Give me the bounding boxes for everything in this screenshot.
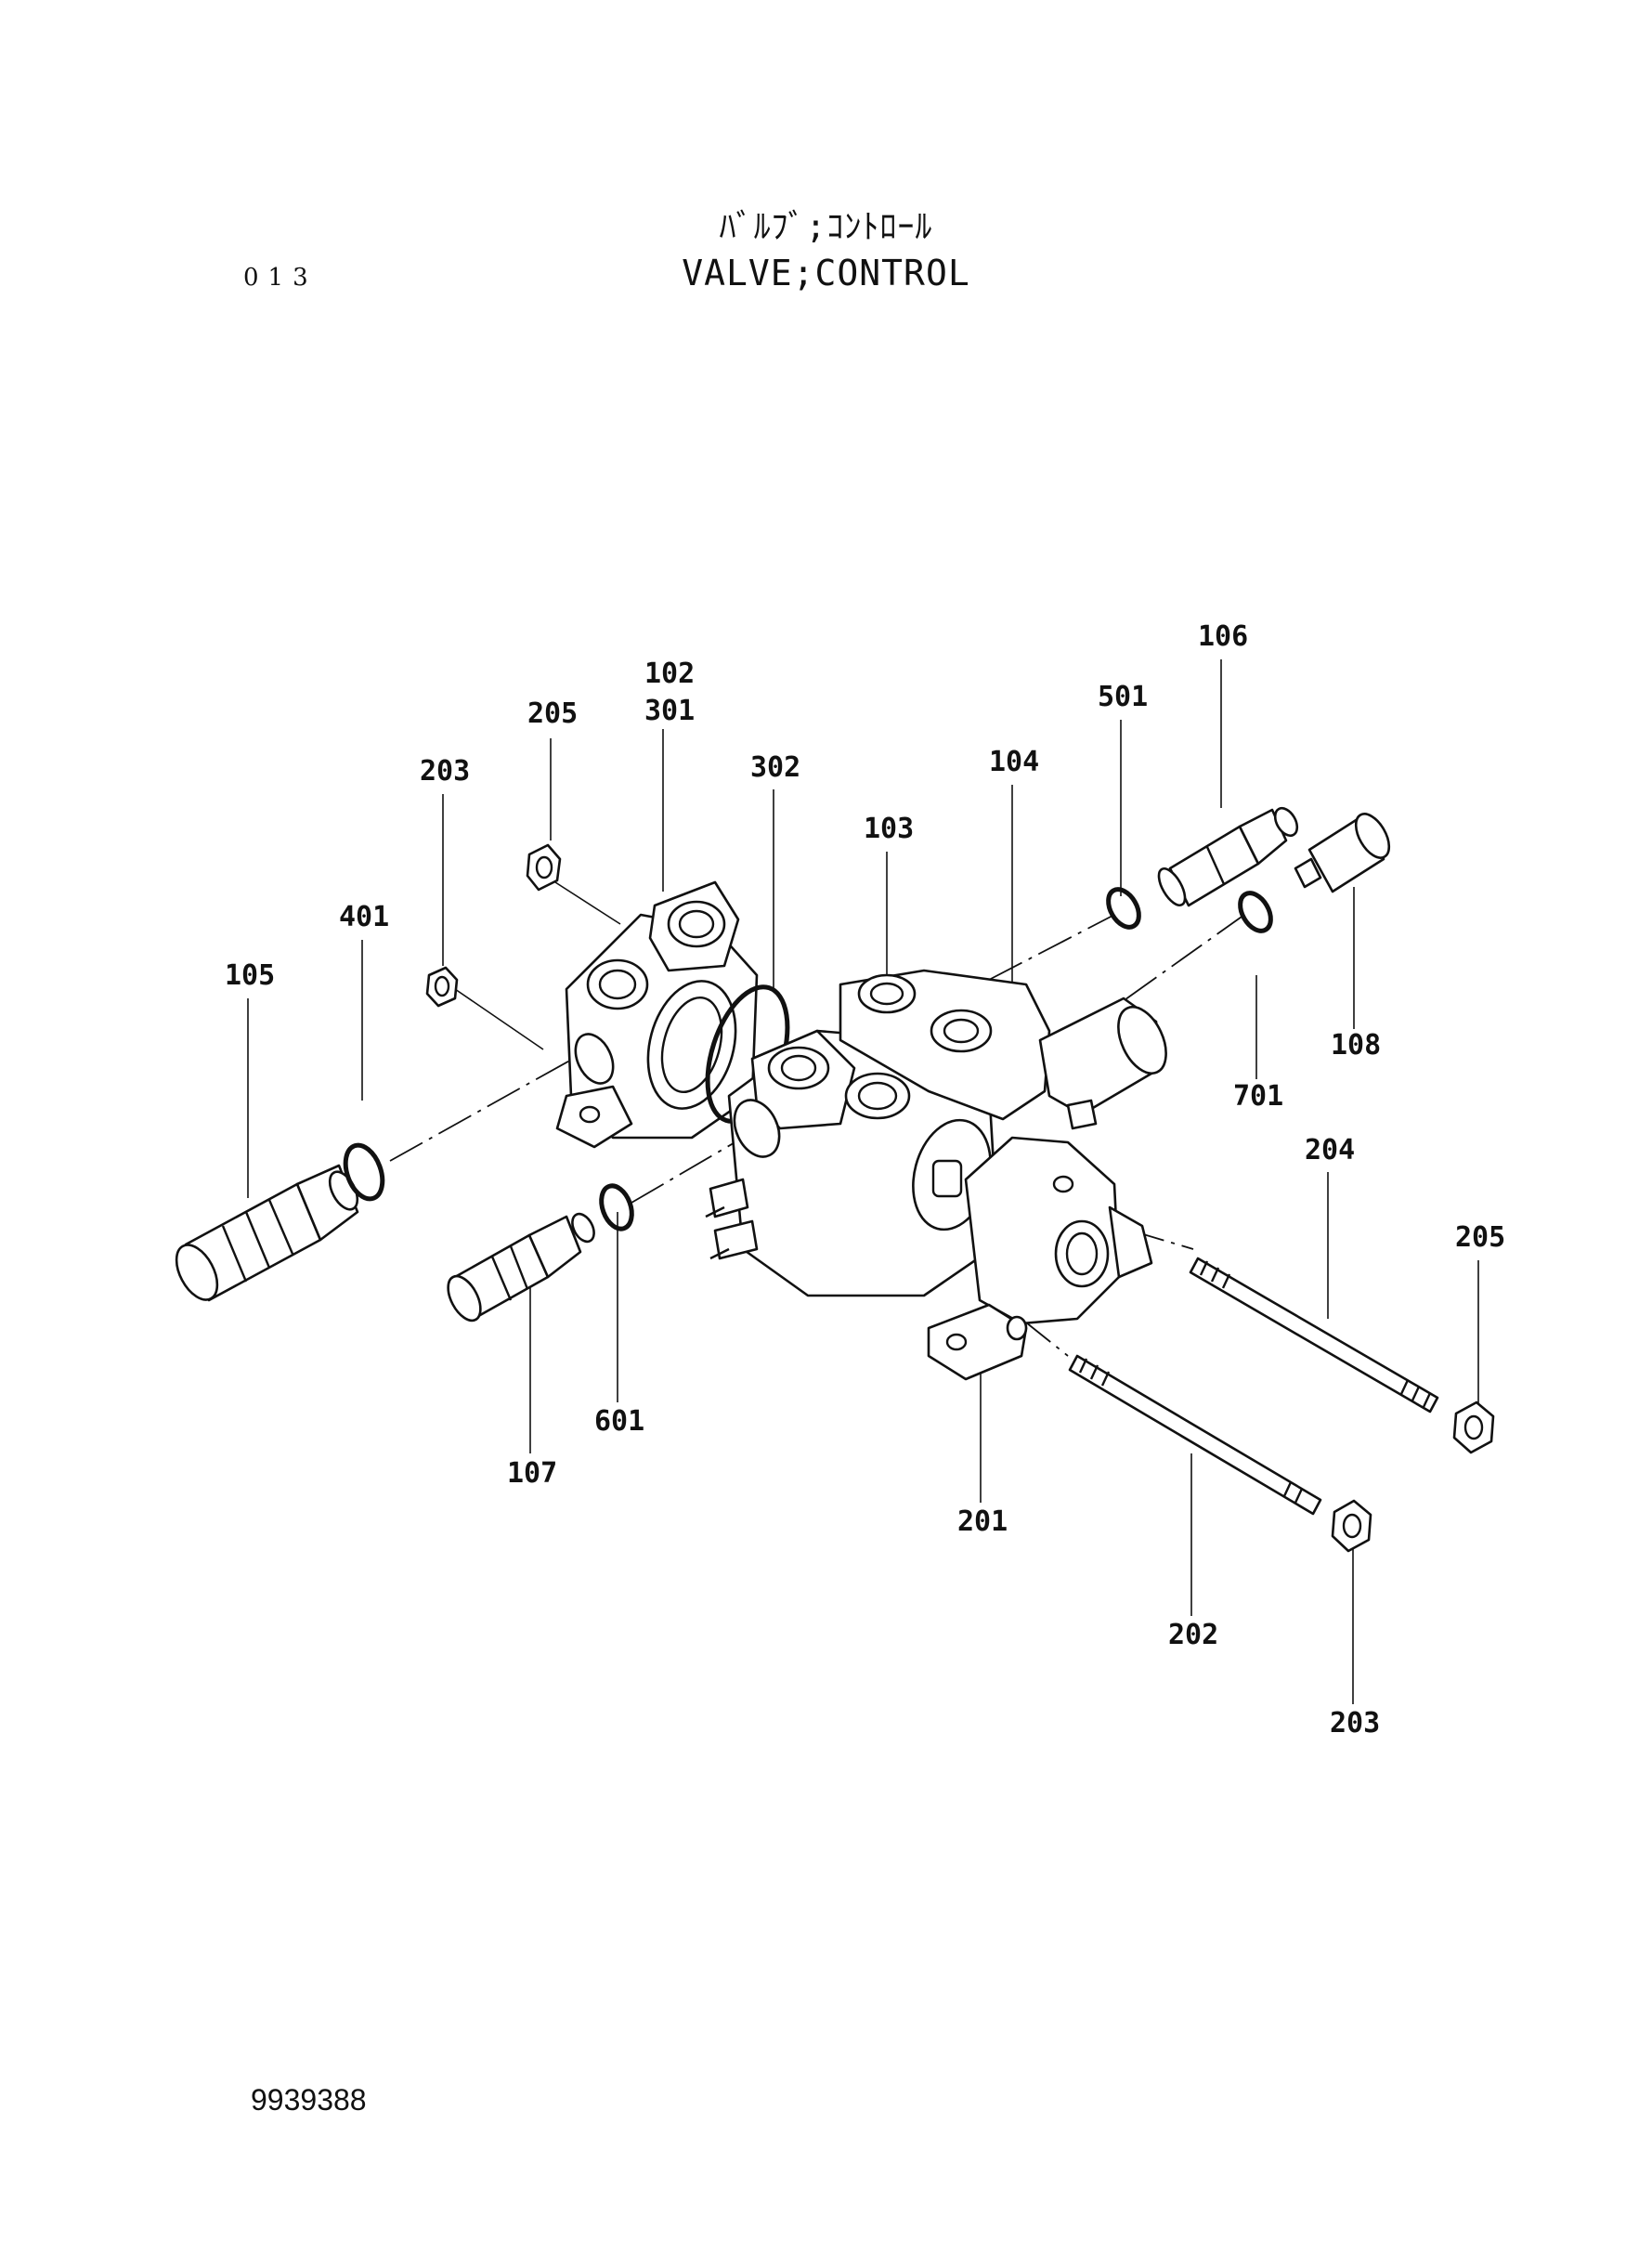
axis-tie-rod-lower xyxy=(1021,1318,1069,1357)
callout-205-lower: 205 xyxy=(1455,1221,1505,1254)
callout-302: 302 xyxy=(750,751,800,784)
axis-right xyxy=(1034,914,1245,1064)
callout-202: 202 xyxy=(1168,1619,1218,1651)
callout-107: 107 xyxy=(507,1457,557,1490)
callout-102: 102 xyxy=(644,658,695,690)
callout-301: 301 xyxy=(644,695,695,727)
callout-205-upper: 205 xyxy=(527,697,578,730)
callout-204: 204 xyxy=(1305,1134,1355,1166)
part-701-o-ring xyxy=(1238,891,1273,933)
part-203-nut-upper xyxy=(425,966,459,1008)
pointer-203a xyxy=(454,988,544,1050)
callout-labels: 102 301 205 203 401 105 302 103 104 501 … xyxy=(225,620,1505,1739)
callout-203-lower: 203 xyxy=(1330,1707,1380,1739)
page-number: 013 xyxy=(243,264,318,292)
part-401-o-ring xyxy=(343,1142,385,1202)
part-205-nut-upper xyxy=(526,843,562,892)
part-202-tie-rod xyxy=(1068,1354,1322,1516)
part-205-nut-lower xyxy=(1452,1401,1495,1454)
part-104-valve-section xyxy=(839,969,1167,1130)
part-203-nut-lower xyxy=(1331,1499,1372,1553)
leader-lines xyxy=(247,659,1479,1704)
callout-203-upper: 203 xyxy=(420,755,470,788)
part-107-relief-valve xyxy=(447,1212,595,1322)
axis-relief-left xyxy=(389,1049,591,1162)
callout-701: 701 xyxy=(1233,1080,1283,1113)
part-601-o-ring xyxy=(599,1183,634,1231)
callout-601: 601 xyxy=(594,1405,644,1438)
callout-108: 108 xyxy=(1331,1029,1381,1062)
pointer-205a xyxy=(554,881,621,925)
part-108-plug xyxy=(1294,813,1391,893)
callout-103: 103 xyxy=(864,813,914,845)
part-501-o-ring xyxy=(1106,887,1141,930)
part-201-outlet-cover xyxy=(927,1136,1153,1381)
callout-106: 106 xyxy=(1198,620,1248,653)
callout-501: 501 xyxy=(1098,681,1148,713)
axis-upper xyxy=(988,914,1115,981)
callout-401: 401 xyxy=(339,901,389,933)
part-105-relief-valve xyxy=(175,1164,359,1302)
document-number: 9939388 xyxy=(251,2083,367,2117)
title-japanese: ﾊﾞﾙﾌﾞ;ｺﾝﾄﾛｰﾙ xyxy=(719,208,933,246)
part-204-tie-rod xyxy=(1189,1257,1439,1414)
page-title: VALVE;CONTROL xyxy=(682,253,970,293)
callout-105: 105 xyxy=(225,959,275,992)
part-106-cartridge xyxy=(1157,806,1299,907)
axis-port-lower xyxy=(631,1137,744,1204)
callout-201: 201 xyxy=(957,1505,1008,1538)
callout-104: 104 xyxy=(989,746,1039,778)
